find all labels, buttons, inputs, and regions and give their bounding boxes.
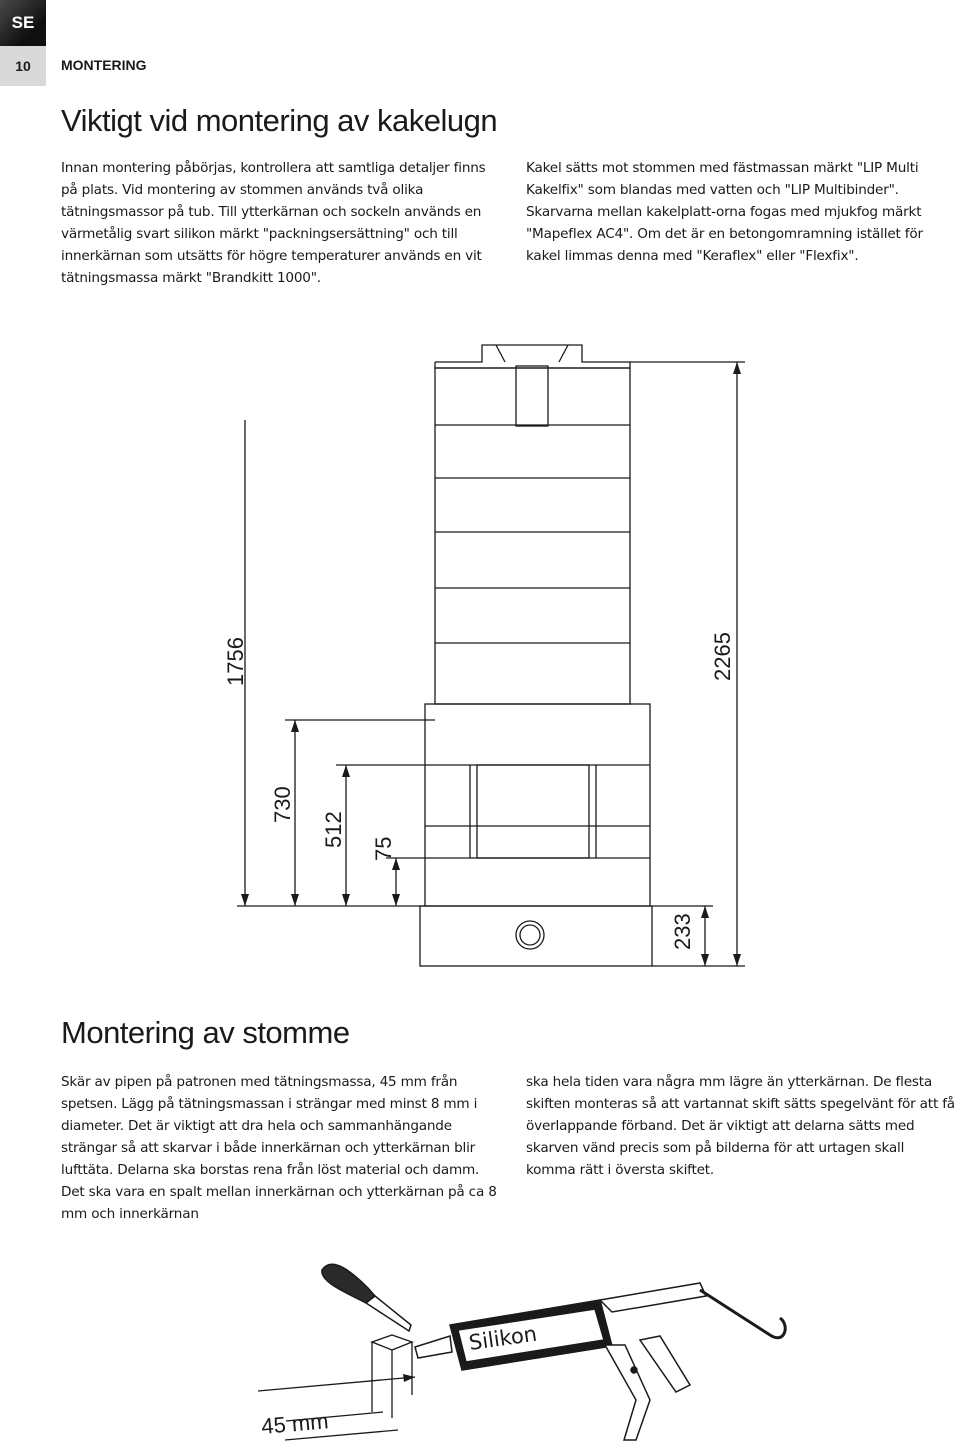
dimension-730: 730	[270, 786, 295, 823]
dimension-233: 233	[670, 913, 695, 950]
body-paragraph-right: ska hela tiden vara några mm lägre än yt…	[526, 1074, 955, 1178]
language-tag: SE	[0, 0, 46, 46]
dimension-1756: 1756	[223, 637, 248, 686]
body-paragraph-left: Skär av pipen på patronen med tätningsma…	[61, 1074, 497, 1222]
caulking-gun-icon	[414, 1282, 787, 1441]
section-title: Montering av stomme	[61, 1015, 350, 1050]
intro-paragraph-right: Kakel sätts mot stommen med fästmassan m…	[526, 160, 923, 264]
page-number: 10	[0, 46, 46, 86]
dimension-2265: 2265	[710, 632, 735, 681]
dimension-512: 512	[321, 811, 346, 848]
page-title: Viktigt vid montering av kakelugn	[61, 103, 498, 138]
dimension-75: 75	[371, 837, 396, 861]
knife-icon	[321, 1263, 412, 1333]
cut-length-label: 45 mm	[260, 1408, 329, 1439]
section-label: MONTERING	[61, 57, 147, 73]
intro-paragraph-left: Innan montering påbörjas, kontrollera at…	[61, 160, 486, 286]
